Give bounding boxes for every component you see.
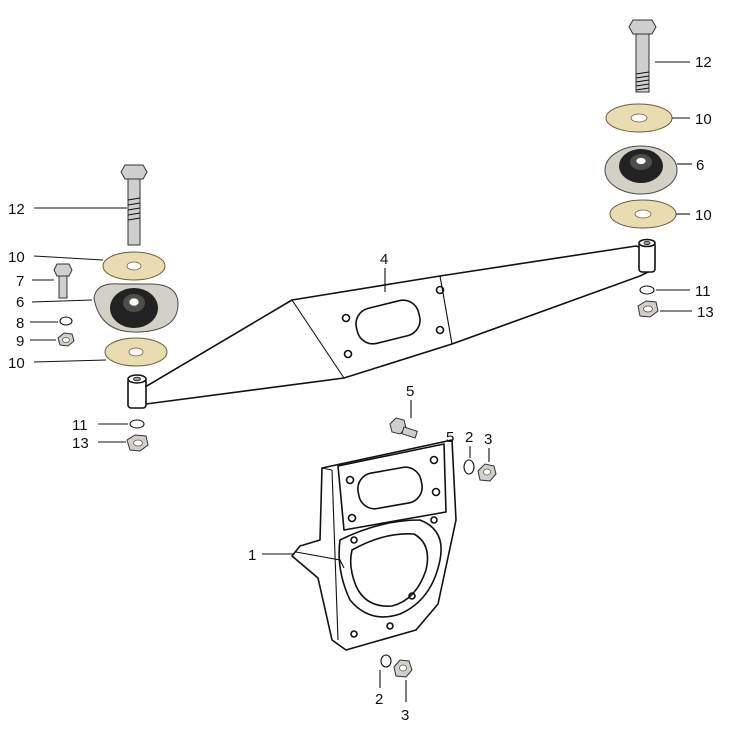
callout-7: 7: [16, 273, 24, 290]
left-small-bolt-7: [53, 263, 73, 299]
right-hex-bolt-12: [628, 19, 657, 93]
callout-10-right-bottom: 10: [695, 207, 712, 224]
left-lock-washer-11: [129, 419, 145, 429]
bracket-nut-3-bottom: [393, 659, 413, 678]
callout-13-left: 13: [72, 435, 89, 452]
right-lock-washer-11: [639, 285, 655, 295]
callout-8: 8: [16, 315, 24, 332]
left-nut-9: [57, 332, 75, 347]
callout-1: 1: [248, 547, 256, 564]
right-nut-13: [637, 300, 659, 318]
callout-2-top: 2: [465, 429, 473, 446]
callout-6-left: 6: [16, 294, 24, 311]
callout-11-right: 11: [695, 283, 711, 300]
callout-11-left: 11: [72, 417, 88, 434]
right-rubber-mount-6: [604, 145, 678, 195]
callout-12-right: 12: [695, 54, 712, 71]
callout-6-right: 6: [696, 157, 704, 174]
left-washer-10-top: [102, 251, 166, 281]
callout-12-left: 12: [8, 201, 25, 218]
callout-9: 9: [16, 333, 24, 350]
callout-3-bottom: 3: [401, 707, 409, 724]
crossmember-right-sleeve: [638, 238, 656, 273]
left-nut-13: [126, 434, 149, 452]
callout-5-bolt: 5: [406, 383, 414, 400]
crossmember-4: [139, 245, 655, 405]
left-lock-washer-8: [59, 316, 73, 326]
bracket-washer-2-top: [463, 459, 475, 475]
callout-labels: 12 10 6 10 11 13 4 12 10 7 6 8 9 10 11 1…: [8, 54, 714, 724]
callout-2-bottom: 2: [375, 691, 383, 708]
left-hex-bolt-12: [120, 164, 148, 246]
callout-10-right-top: 10: [695, 111, 712, 128]
bracket-nut-3-top: [477, 463, 497, 482]
bracket-bolt-5: [389, 417, 418, 439]
callout-10-left-top: 10: [8, 249, 25, 266]
callout-13-right: 13: [697, 304, 714, 321]
callout-3-top: 3: [484, 431, 492, 448]
right-washer-10-top: [605, 103, 673, 133]
callout-5-bracket: 5: [446, 429, 454, 446]
left-rubber-mount-6: [93, 283, 179, 333]
left-washer-10-bottom: [104, 337, 168, 367]
transmission-bracket-1: [291, 439, 457, 651]
bracket-washer-2-bottom: [380, 654, 392, 668]
callout-4: 4: [380, 251, 388, 268]
right-washer-10-bottom: [609, 199, 677, 229]
callout-10-left-bottom: 10: [8, 355, 25, 372]
crossmember-left-sleeve: [127, 374, 147, 409]
leader-lines: [30, 61, 692, 702]
